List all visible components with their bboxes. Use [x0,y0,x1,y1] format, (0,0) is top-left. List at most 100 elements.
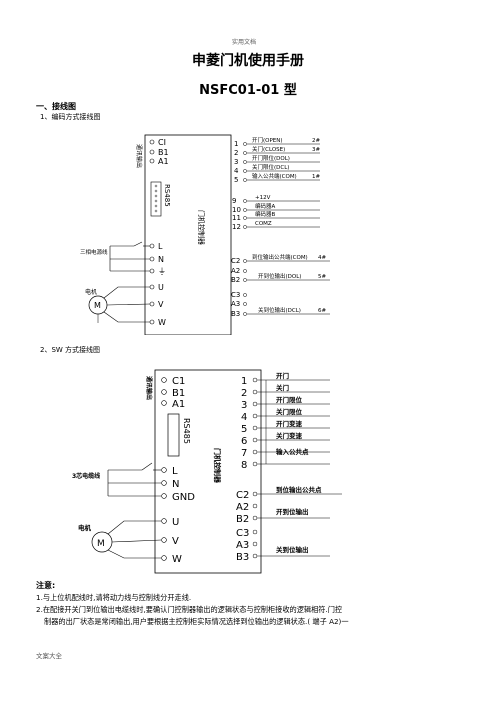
rs485-connector [167,413,180,457]
svg-text:W: W [158,318,166,327]
svg-text:6: 6 [241,436,247,447]
svg-text:4: 4 [234,167,239,175]
notes-body: 1.与上位机配线时,请将动力线与控制线分开走线. 2.在配接开关门到位输出电缆线… [36,592,466,628]
motor-pins: U V W [161,517,182,565]
svg-text:N: N [158,255,164,264]
svg-text:W: W [172,554,182,565]
svg-text:C3: C3 [231,291,240,299]
output-label: 开到位输出(DOL) [258,272,301,280]
svg-text:⏚: ⏚ [158,267,166,276]
svg-text:B2: B2 [236,514,249,525]
input-label: 关门限位 [276,407,303,416]
comm-pin-label: A1 [158,157,169,166]
power-pins: L N ⏚ [149,242,166,276]
input-label: 关门 [276,383,290,392]
output-label: 关到位输出(DCL) [258,306,301,314]
svg-text:2: 2 [241,388,247,399]
svg-text:5#: 5# [318,274,326,280]
power-label: 三相电源线 [80,248,108,256]
svg-text:U: U [158,283,164,292]
svg-text:11: 11 [232,214,241,222]
section-heading-wiring: 一、接线图 [36,102,76,111]
page-header: 实用文档 [232,39,257,46]
svg-text:A2: A2 [236,502,249,513]
comm-pin-label: CI [158,138,166,147]
svg-text:1: 1 [241,376,247,387]
diagram2-caption: 2、SW 方式接线图 [40,346,101,354]
input-label: 输入公共点 [276,447,309,456]
svg-text:1: 1 [234,140,238,148]
svg-text:B2: B2 [231,276,240,284]
input-label: 关门(CLOSE) [252,145,285,153]
svg-text:L: L [172,466,178,477]
motor-pins: U V W [149,283,166,327]
output-label: 到位输出公共端(COM) [252,253,308,261]
power-pins: L N GND [161,466,195,503]
power-label: 3芯电缆线 [72,472,100,480]
encoder-label: COMZ [255,221,272,227]
comm-pin-label: B1 [158,148,169,157]
svg-text:3#: 3# [312,147,320,153]
svg-text:10: 10 [232,206,241,214]
controller-label: 门机控制器 [197,210,206,245]
comm-pins: CI B1 A1 [149,138,169,166]
svg-text:C2: C2 [231,257,240,265]
rs485-label: RS485 [163,184,171,207]
note-line: 2.在配接开关门到位输出电缆线时,要确认门控制器输出的逻辑状态与控制柜接收的逻辑… [36,605,343,614]
input-label: 开门变速 [276,419,303,428]
svg-text:12: 12 [232,223,241,231]
svg-text:N: N [172,479,179,490]
comm-pins: C1 B1 A1 [161,376,185,410]
svg-text:7: 7 [241,448,247,459]
input-label: 开门 [276,371,290,380]
svg-text:B3: B3 [231,310,240,318]
svg-text:B1: B1 [172,388,185,399]
svg-text:L: L [158,242,163,251]
output-label: 到位输出公共点 [276,485,322,494]
svg-text:9: 9 [232,197,236,205]
svg-text:GND: GND [172,492,195,503]
svg-text:C2: C2 [236,490,249,501]
rs485-connector [150,181,162,217]
right-pin-labels: 1 2 3 4 5 6 7 8 C2 A2 B2 C3 A3 B3 [236,376,249,563]
svg-text:4: 4 [241,412,247,423]
encoder-label: 编码器A [255,202,276,210]
input-label: 关门变速 [276,431,303,440]
wiring-diagram-sw: 通讯输出 C1 B1 A1 RS485 门机控制器 3芯电缆线 L N GND … [72,369,342,574]
svg-text:V: V [172,536,179,547]
svg-text:5: 5 [234,176,238,184]
wiring-diagram-encoder: 通讯输出 CI B1 A1 RS485 门机控制器 L N ⏚ 三相电源线 电机… [80,134,330,335]
diagram1-caption: 1、编码方式接线图 [40,113,101,121]
input-label: 开门(OPEN) [252,136,283,144]
controller-box [144,134,232,335]
output-label: 关到位输出 [276,545,309,554]
encoder-label: +12V [255,195,271,201]
svg-text:M: M [94,301,101,310]
svg-text:3: 3 [234,158,238,166]
svg-text:4#: 4# [318,255,326,261]
svg-text:U: U [172,517,179,528]
svg-text:6#: 6# [318,308,326,314]
svg-text:B3: B3 [236,552,249,563]
svg-text:C1: C1 [172,376,185,387]
motor-label: 电机 [78,523,92,532]
comm-label: 通讯输出 [135,144,143,168]
notes-heading: 注意: [36,581,56,590]
comm-label: 通讯输出 [145,376,153,400]
svg-text:1#: 1# [312,174,320,180]
svg-text:A3: A3 [231,300,240,308]
output-label: 开到位输出 [276,507,309,516]
svg-text:V: V [158,300,164,309]
input-label: 开门限位(DOL) [252,154,290,162]
right-pin-labels: 1 2 3 4 5 9 10 11 12 C2 A2 B2 C3 A3 B3 [231,140,241,318]
rs485-label: RS485 [182,418,191,444]
svg-text:A1: A1 [172,399,185,410]
input-label: 开门限位 [276,395,303,404]
encoder-label: 编码器B [255,210,276,218]
document-title: 申菱门机使用手册 [192,53,304,69]
input-label: 关门限位(DCL) [252,163,289,171]
svg-text:C3: C3 [236,528,249,539]
svg-text:3: 3 [241,400,247,411]
svg-text:A2: A2 [231,267,240,275]
svg-text:5: 5 [241,424,247,435]
